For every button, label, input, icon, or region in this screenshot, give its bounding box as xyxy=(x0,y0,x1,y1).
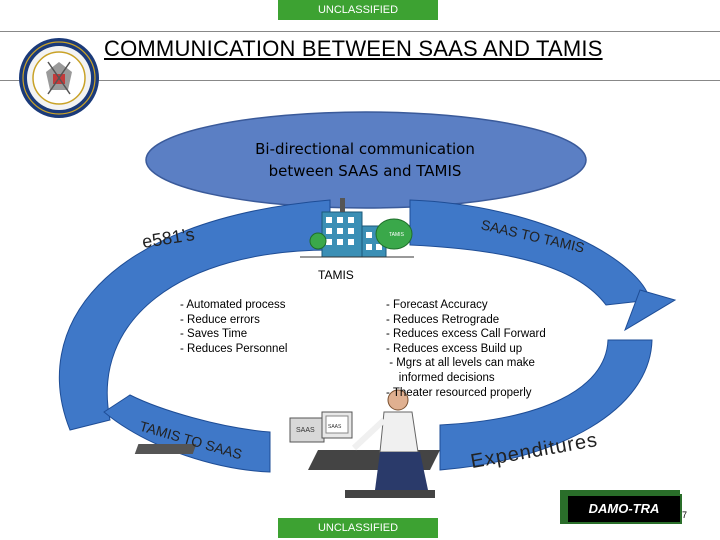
army-seal-icon xyxy=(19,38,99,118)
ellipse-text-line1: Bi-directional communication xyxy=(255,140,475,158)
arrow-expenditures xyxy=(439,339,653,471)
header-rule-bottom xyxy=(0,80,720,81)
list-item: informed decisions xyxy=(386,371,495,384)
list-item: - Reduces excess Build up xyxy=(386,342,523,355)
list-item: - Saves Time xyxy=(180,328,248,341)
list-item: - Reduce errors xyxy=(180,313,260,326)
monitor-label-right: SAAS xyxy=(328,424,342,430)
communication-ellipse xyxy=(145,111,587,209)
arrow-saas-to-tamis xyxy=(409,199,651,306)
page-number: 7 xyxy=(682,510,688,520)
arrow-e581 xyxy=(58,199,331,431)
list-item: - Mgrs at all levels can make xyxy=(386,357,535,370)
header-rule-top xyxy=(0,31,720,32)
tree-label: TAMIS xyxy=(389,232,405,238)
list-item: - Forecast Accuracy xyxy=(386,299,488,311)
list-item: - Reduces Personnel xyxy=(180,342,288,355)
ellipse-text-line2: between SAAS and TAMIS xyxy=(268,162,462,180)
arrow-tamis-to-saas xyxy=(103,394,271,473)
building-caption: TAMIS xyxy=(318,268,354,282)
list-item: - Automated process xyxy=(180,299,286,311)
monitor-label-left: SAAS xyxy=(296,427,315,434)
benefits-list-left: - Automated process - Reduce errors - Sa… xyxy=(180,298,287,356)
page-title: COMMUNICATION BETWEEN SAAS AND TAMIS xyxy=(104,36,603,61)
list-item: - Theater resourced properly xyxy=(386,386,532,399)
ellipse-text: Bi-directional communication between SAA… xyxy=(200,138,530,182)
benefits-list-right: - Forecast Accuracy - Reduces Retrograde… xyxy=(386,298,546,400)
damo-tra-logo: DAMO-TRA xyxy=(566,494,682,524)
list-item: - Reduces excess Call Forward xyxy=(386,328,546,341)
building-icon xyxy=(300,198,414,258)
computer-user-icon xyxy=(134,389,440,498)
list-item: - Reduces Retrograde xyxy=(386,313,500,326)
classification-banner-top: UNCLASSIFIED xyxy=(278,0,438,20)
classification-banner-bottom: UNCLASSIFIED xyxy=(278,518,438,538)
